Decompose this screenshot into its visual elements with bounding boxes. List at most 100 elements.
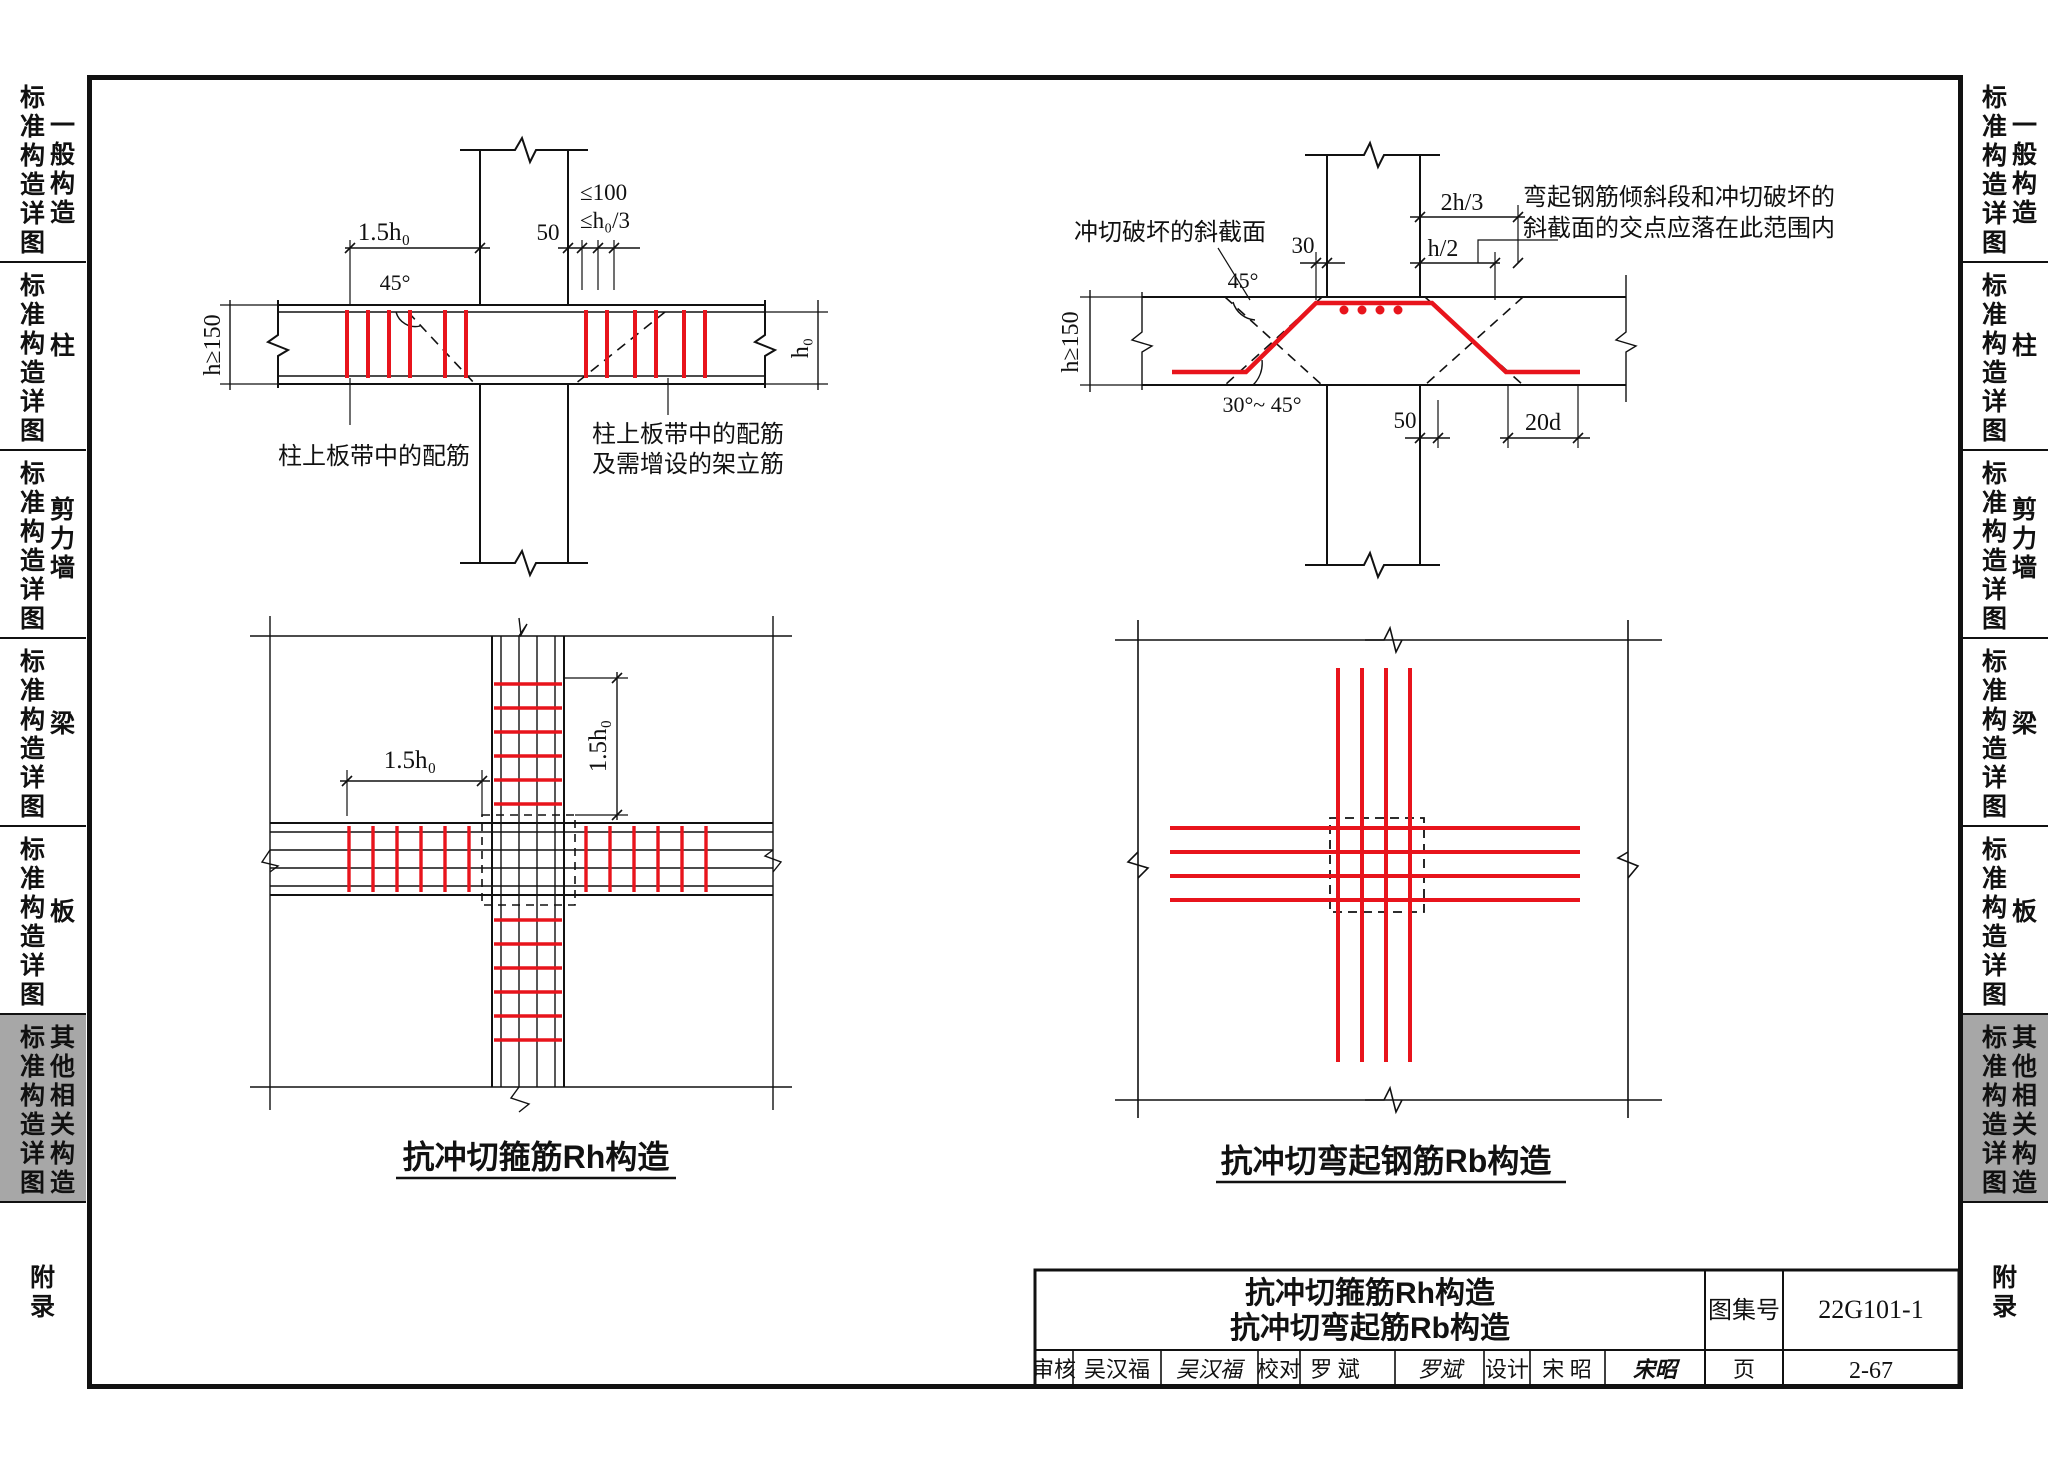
dim-h-ge-150: h≥150 <box>200 314 226 375</box>
sidebar-section-column[interactable]: 标 准 构 造 详 图 柱 <box>0 263 86 451</box>
sidebar-section-label: 标 准 构 造 详 图 <box>1982 835 2008 1009</box>
stirrup-rebars-plan <box>347 682 708 1042</box>
dim-h-2: h/2 <box>1428 236 1459 262</box>
sidebar-section-shear-wall[interactable]: 标 准 构 造 详 图 剪 力 墙 <box>0 451 86 639</box>
caption-bent-bar: 抗冲切弯起钢筋Rb构造 <box>1216 1143 1566 1184</box>
sidebar-section-name: 板 <box>50 897 76 926</box>
sidebar-section-name: 柱 <box>2012 331 2038 360</box>
sidebar-section-label: 标 准 构 造 详 图 <box>20 647 46 821</box>
drawing-frame <box>87 75 1963 1389</box>
sidebar-section-label: 标 准 构 造 详 图 <box>1982 83 2008 257</box>
sidebar-section-name: 剪 力 墙 <box>50 495 76 582</box>
bent-bar-plan-view <box>1115 620 1662 1118</box>
sidebar-section-name: 梁 <box>50 709 76 738</box>
label-punching-shear-plane: 冲切破坏的斜截面 <box>1074 219 1266 246</box>
dim-2h-3: 2h/3 <box>1441 190 1484 216</box>
stirrup-rebars-section <box>345 310 707 378</box>
note-bent-bar-2: 斜截面的交点应落在此范围内 <box>1523 215 1835 242</box>
longitudinal-bar-dot <box>1375 305 1385 315</box>
sidebar-section-name: 其 他 相 关 构 造 <box>2012 1023 2038 1197</box>
stirrup-plan-view <box>250 616 792 1113</box>
sidebar-section-name: 梁 <box>2012 709 2038 738</box>
sidebar-section-slab[interactable]: 标 准 构 造 详 图 板 <box>0 827 86 1015</box>
sidebar-section-name: 柱 <box>50 331 76 360</box>
sidebar-section-other[interactable]: 标 准 构 造 详 图 其 他 相 关 构 造 <box>0 1015 86 1203</box>
atlas-number: 22G101-1 <box>1818 1295 1923 1324</box>
sidebar-section-appendix[interactable]: 附 录 <box>1962 1203 2048 1389</box>
caption-stirrup-text: 抗冲切箍筋Rh构造 <box>403 1139 670 1175</box>
atlas-label: 图集号 <box>1708 1297 1780 1324</box>
sidebar-section-slab[interactable]: 标 准 构 造 详 图 板 <box>1962 827 2048 1015</box>
sidebar-section-beam[interactable]: 标 准 构 造 详 图 梁 <box>1962 639 2048 827</box>
dim-20d: 20d <box>1525 410 1561 436</box>
longitudinal-bar-dot <box>1357 305 1367 315</box>
stirrup-section-labels: 1.5h₀ 50 ≤100 ≤h₀/3 45° h≥150 h₀ 柱上板带中的配… <box>200 180 814 478</box>
page-number: 2-67 <box>1849 1358 1893 1384</box>
sidebar-section-label: 标 准 构 造 详 图 <box>20 459 46 633</box>
drawing-title-2: 抗冲切弯起筋Rb构造 <box>1230 1311 1510 1345</box>
title-block-text: 抗冲切箍筋Rh构造 抗冲切弯起筋Rb构造 图集号 22G101-1 审核 吴汉福… <box>1032 1276 1924 1384</box>
design-label: 设计 <box>1485 1357 1529 1382</box>
sidebar-section-name: 一 般 构 造 <box>2012 111 2038 227</box>
review-label: 审核 <box>1032 1357 1076 1382</box>
bent-up-rebar <box>1172 300 1580 375</box>
stirrup-section-view <box>220 135 828 578</box>
caption-stirrup: 抗冲切箍筋Rh构造 <box>396 1139 676 1180</box>
bent-bar-section-labels: 冲切破坏的斜截面 30 45° 2h/3 h/2 弯起钢筋倾斜段和冲切破坏的 斜… <box>1058 184 1835 436</box>
sidebar-section-name: 附 录 <box>30 1263 56 1321</box>
title-block <box>1033 1268 1961 1389</box>
label-column-strip-rebar-2: 柱上板带中的配筋 <box>592 421 784 448</box>
check-name: 罗 斌 <box>1310 1357 1360 1382</box>
sidebar-section-label: 标 准 构 造 详 图 <box>20 83 46 257</box>
check-label: 校对 <box>1257 1357 1301 1382</box>
label-column-strip-rebar: 柱上板带中的配筋 <box>278 443 470 470</box>
label-added-erection-bars: 及需增设的架立筋 <box>592 451 784 478</box>
sidebar-section-beam[interactable]: 标 准 构 造 详 图 梁 <box>0 639 86 827</box>
design-signature: 宋昭 <box>1633 1357 1681 1382</box>
design-name: 宋 昭 <box>1542 1357 1592 1382</box>
check-signature: 罗斌 <box>1418 1357 1465 1382</box>
dim-h0: h₀ <box>788 338 814 358</box>
angle-45-right: 45° <box>1228 268 1259 293</box>
longitudinal-bar-dot <box>1393 305 1403 315</box>
sidebar-section-name: 附 录 <box>1992 1263 2018 1321</box>
sidebar-section-label: 标 准 构 造 详 图 <box>1982 1023 2008 1197</box>
sidebar-section-name: 其 他 相 关 构 造 <box>50 1023 76 1197</box>
sidebar-section-shear-wall[interactable]: 标 准 构 造 详 图 剪 力 墙 <box>1962 451 2048 639</box>
dim-30: 30 <box>1292 233 1315 258</box>
right-sidebar: 标 准 构 造 详 图 一 般 构 造 标 准 构 造 详 图 柱 标 准 构 … <box>1962 75 2048 1389</box>
sidebar-section-label: 标 准 构 造 详 图 <box>1982 647 2008 821</box>
stirrup-plan-labels: 1.5h₀ 1.5h₀ <box>384 720 612 774</box>
bent-bar-section-view <box>1080 140 1638 580</box>
sidebar-section-label: 标 准 构 造 详 图 <box>20 1023 46 1197</box>
sidebar-section-label: 标 准 构 造 详 图 <box>1982 459 2008 633</box>
angle-45: 45° <box>380 270 411 295</box>
left-sidebar: 标 准 构 造 详 图 一 般 构 造 标 准 构 造 详 图 柱 标 准 构 … <box>0 75 88 1389</box>
sidebar-section-name: 一 般 构 造 <box>50 111 76 227</box>
note-bent-bar-1: 弯起钢筋倾斜段和冲切破坏的 <box>1523 184 1835 211</box>
review-signature: 吴汉福 <box>1176 1357 1246 1382</box>
dim-1-5h0-horizontal: 1.5h₀ <box>384 747 436 774</box>
sidebar-section-other[interactable]: 标 准 构 造 详 图 其 他 相 关 构 造 <box>1962 1015 2048 1203</box>
caption-bent-bar-text: 抗冲切弯起钢筋Rb构造 <box>1221 1143 1552 1179</box>
dim-le-h0-3: ≤h₀/3 <box>580 208 630 233</box>
sidebar-section-general[interactable]: 标 准 构 造 详 图 一 般 构 造 <box>1962 75 2048 263</box>
drawing-title-1: 抗冲切箍筋Rh构造 <box>1245 1276 1495 1310</box>
dim-h-ge-150-right: h≥150 <box>1058 311 1084 372</box>
dim-50: 50 <box>537 220 560 245</box>
sidebar-section-label: 标 准 构 造 详 图 <box>20 835 46 1009</box>
angle-range: 30°~ 45° <box>1223 392 1302 417</box>
sidebar-section-appendix[interactable]: 附 录 <box>0 1203 86 1389</box>
sidebar-section-name: 板 <box>2012 897 2038 926</box>
sidebar-section-general[interactable]: 标 准 构 造 详 图 一 般 构 造 <box>0 75 86 263</box>
longitudinal-bar-dot <box>1339 305 1349 315</box>
sidebar-section-column[interactable]: 标 准 构 造 详 图 柱 <box>1962 263 2048 451</box>
page-label: 页 <box>1733 1357 1755 1382</box>
sidebar-section-label: 标 准 构 造 详 图 <box>1982 271 2008 445</box>
dim-1-5h0-vertical: 1.5h₀ <box>585 720 612 772</box>
review-name: 吴汉福 <box>1084 1357 1150 1382</box>
bent-rebars-plan <box>1170 668 1580 1062</box>
sidebar-section-name: 剪 力 墙 <box>2012 495 2038 582</box>
dim-le-100: ≤100 <box>580 180 627 205</box>
